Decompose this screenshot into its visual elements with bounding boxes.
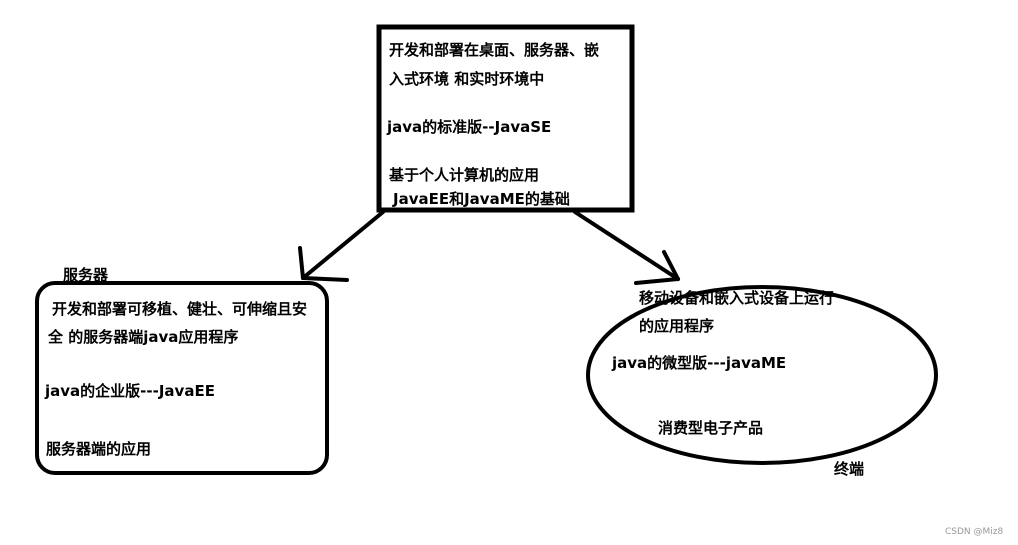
javaee-usage: 服务器端的应用 [46, 440, 152, 458]
javame-ellipse [586, 285, 938, 465]
javaee-box [35, 281, 329, 475]
javame-desc-line1: 移动设备和嵌入式设备上运行 [639, 289, 835, 307]
javase-box [376, 24, 635, 213]
javaee-desc-line1: 开发和部署可移植、健壮、可伸缩且安 [52, 300, 308, 318]
javase-basis: JavaEE和JavaME的基础 [393, 190, 570, 208]
javame-usage: 消费型电子产品 [658, 419, 764, 437]
javase-desc-line2: 入式环境 和实时环境中 [389, 70, 545, 88]
arrow-to-server [298, 210, 385, 282]
arrow-to-terminal [573, 210, 680, 285]
javase-desc-line1: 开发和部署在桌面、服务器、嵌 [389, 41, 600, 59]
terminal-title: 终端 [834, 460, 865, 478]
javaee-desc-line2: 全 的服务器端java应用程序 [48, 328, 239, 346]
javaee-edition: java的企业版---JavaEE [45, 382, 215, 400]
javase-edition: java的标准版--JavaSE [387, 118, 552, 136]
server-title: 服务器 [63, 266, 109, 284]
javase-usage: 基于个人计算机的应用 [389, 166, 540, 184]
javame-edition: java的微型版---javaME [612, 354, 787, 372]
watermark: CSDN @Miz8 [945, 527, 1004, 537]
javame-desc-line2: 的应用程序 [639, 317, 715, 335]
